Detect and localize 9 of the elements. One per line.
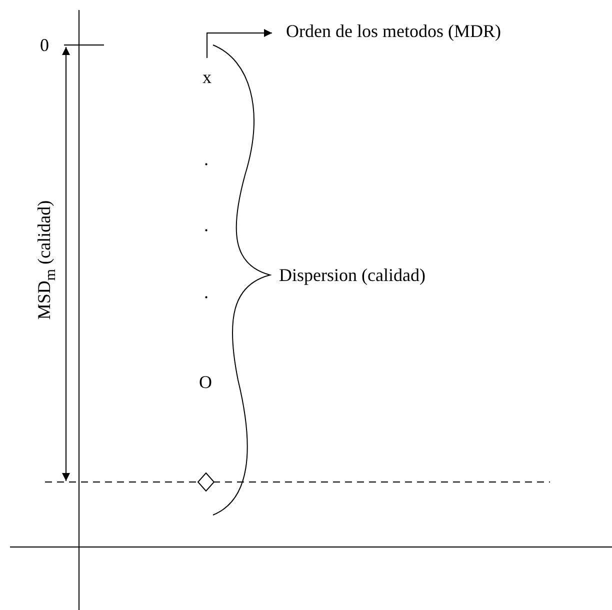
dot-marker: . <box>204 283 208 301</box>
arrow <box>206 29 272 58</box>
annotation-text: Dispersion (calidad) <box>279 266 426 284</box>
dot-marker: . <box>204 216 208 234</box>
marker-label: x <box>202 68 212 86</box>
dot-marker: . <box>204 150 208 168</box>
annotation-text: Orden de los metodos (MDR) <box>286 22 501 40</box>
marker-label: O <box>199 373 212 391</box>
axis-tick-label: 0 <box>40 36 49 54</box>
